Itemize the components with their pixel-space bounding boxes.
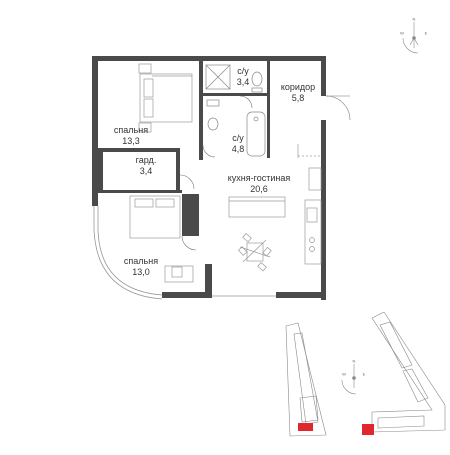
compass-arc	[402, 37, 419, 54]
room-area: 4,8	[231, 144, 245, 154]
room-area: 3,4	[139, 166, 153, 176]
wall-bedroom1-bottom	[98, 148, 180, 152]
compass-west-letter: W	[400, 30, 404, 36]
room-label-kitchen-living: кухня-гостиная 20,6	[228, 173, 290, 195]
bedroom1-furniture	[138, 63, 193, 133]
site-building-b	[371, 311, 446, 433]
sofa	[228, 196, 286, 218]
room-label-bathroom-1: с/у 3,4	[237, 66, 250, 88]
room-name: коридор	[280, 82, 316, 92]
bottom-wall-right	[276, 292, 326, 298]
apartment-highlight-a	[298, 423, 313, 431]
right-wall-upper	[321, 56, 326, 96]
room-name: гард.	[135, 155, 157, 165]
wall-bath-right	[267, 61, 270, 158]
shower	[205, 64, 231, 90]
entry-door-swing	[325, 95, 351, 121]
interior-walls	[98, 61, 270, 236]
wardrobe-shelf	[98, 152, 103, 192]
site-compass-arc	[341, 379, 357, 395]
wall-bedroom2-pier	[182, 194, 199, 236]
wall-bath-stub	[199, 146, 203, 160]
kitchen-counter	[304, 199, 322, 265]
room-area: 3,4	[236, 77, 250, 87]
site-compass-north-letter: N	[352, 358, 356, 364]
room-area: 20,6	[250, 184, 268, 194]
wall-bath-between	[199, 93, 269, 96]
bedroom2-door-swing	[181, 235, 197, 251]
room-label-wardrobe: гард. 3,4	[136, 155, 157, 177]
fridge	[308, 167, 322, 191]
bedroom2-furniture	[129, 195, 194, 283]
nightstand-2	[138, 122, 152, 133]
outer-walls	[92, 56, 326, 300]
compass-east-letter: E	[424, 30, 428, 36]
room-name: с/у	[237, 66, 249, 76]
room-area: 13,3	[122, 136, 140, 146]
site-compass-east-letter: E	[362, 371, 366, 377]
left-wall-upper	[92, 56, 98, 206]
bottom-wall-pier	[205, 264, 212, 298]
desk	[164, 265, 194, 283]
site-building-a	[285, 322, 327, 437]
room-name: спальня	[113, 125, 149, 135]
bath-door-swing	[202, 144, 216, 158]
room-name: спальня	[123, 256, 159, 266]
top-wall	[92, 56, 326, 61]
compass-north-letter: N	[412, 16, 416, 22]
doors	[179, 95, 351, 251]
room-name: с/у	[232, 133, 244, 143]
apartment-highlight-b	[362, 424, 374, 435]
right-wall-lower	[321, 120, 326, 300]
bathtub	[246, 111, 266, 157]
nightstand-1	[138, 63, 152, 74]
room-label-corridor: коридор 5,8	[281, 82, 315, 104]
bed-2	[129, 195, 181, 239]
toilet-1	[251, 71, 263, 87]
wall-bath-left	[199, 61, 203, 156]
compass-top	[402, 22, 419, 54]
wall-wardrobe-right	[176, 148, 180, 193]
toilet-2	[207, 117, 219, 131]
room-label-bedroom-2: спальня 13,0	[124, 256, 158, 278]
bottom-wall-left	[162, 292, 212, 298]
site-compass-west-letter: W	[342, 371, 346, 377]
room-area: 5,8	[291, 93, 305, 103]
living-furniture	[228, 144, 322, 272]
sink-1	[206, 99, 220, 107]
room-label-bathroom-2: с/у 4,8	[232, 133, 245, 155]
bathroom-fixtures	[205, 64, 266, 157]
curved-glazing	[93, 206, 276, 300]
room-area: 13,0	[132, 267, 150, 277]
room-label-bedroom-1: спальня 13,3	[114, 125, 148, 147]
bath2-door-swing	[239, 95, 253, 109]
site-plan	[285, 311, 446, 437]
wardrobe-door-swing	[179, 174, 195, 190]
room-name: кухня-гостиная	[227, 173, 291, 183]
bed-1	[139, 73, 193, 123]
wall-bedroom2-top	[98, 190, 182, 193]
